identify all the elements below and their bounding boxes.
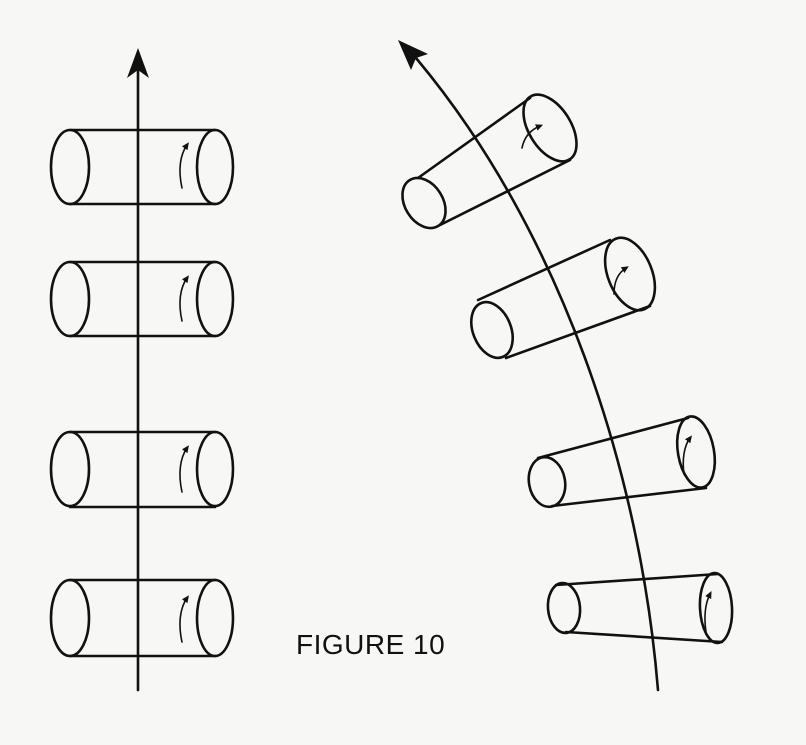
rotation-arrow-icon <box>521 124 544 149</box>
right-frustum-3 <box>527 415 717 509</box>
left-cylinder-4 <box>49 578 235 658</box>
left-cylinder-2 <box>49 260 235 338</box>
straight-axis-arrowhead-icon <box>127 48 149 78</box>
rotation-arrow-icon <box>704 591 712 633</box>
left-straight-axis-group <box>49 48 235 692</box>
right-frustum-4 <box>546 571 734 645</box>
curved-axis-line <box>414 56 660 692</box>
left-cylinder-1 <box>49 128 235 206</box>
rotation-arrow-icon <box>179 445 189 493</box>
rotation-arrow-icon <box>179 275 189 322</box>
right-frustum-2 <box>470 236 657 360</box>
right-curved-axis-group <box>398 40 734 692</box>
figure-caption: FIGURE 10 <box>296 629 446 660</box>
rotation-arrow-icon <box>179 142 189 189</box>
rotation-arrow-icon <box>613 266 629 295</box>
left-cylinder-3 <box>49 430 235 509</box>
curved-axis-arrowhead-icon <box>398 40 428 70</box>
rotation-arrow-icon <box>179 595 189 643</box>
rotation-arrow-icon <box>682 435 692 475</box>
